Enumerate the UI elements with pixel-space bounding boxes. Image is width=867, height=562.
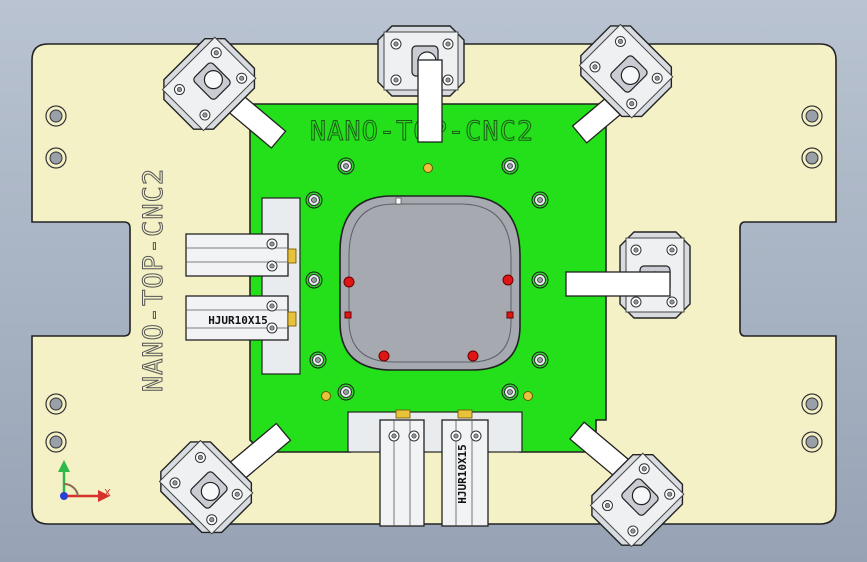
- brass-dowels: [321, 163, 533, 401]
- locator-pins: [343, 274, 514, 362]
- bottom-air-cylinder-right[interactable]: HJUR10X15: [441, 409, 489, 527]
- coordinate-triad-icon: X: [58, 460, 111, 502]
- left-cylinder-pocket: [261, 197, 301, 375]
- bottom-air-cylinder-left[interactable]: [379, 409, 425, 527]
- toggle-clamp-top-left[interactable]: [154, 29, 287, 149]
- left-air-cylinder-lower[interactable]: HJUR10X15: [185, 295, 297, 341]
- triad-x-label: X: [104, 488, 111, 499]
- toggle-clamp-top-center[interactable]: [378, 26, 464, 143]
- toggle-clamp-top-right[interactable]: [571, 16, 681, 144]
- toggle-clamp-bottom-right[interactable]: [569, 421, 692, 555]
- cavity-marker: [395, 197, 402, 205]
- left-air-cylinder-upper[interactable]: [185, 233, 297, 277]
- toggle-clamp-bottom-left[interactable]: [151, 422, 292, 542]
- cylinder-left-label: HJUR10X15: [208, 314, 268, 327]
- cylinder-bottom-label: HJUR10X15: [456, 444, 469, 504]
- side-engraving: NANO-TOP-CNC2: [138, 168, 169, 392]
- part-cavity: [339, 195, 521, 371]
- bottom-cylinder-pocket: [347, 411, 523, 453]
- toggle-clamp-right-middle[interactable]: [565, 232, 690, 318]
